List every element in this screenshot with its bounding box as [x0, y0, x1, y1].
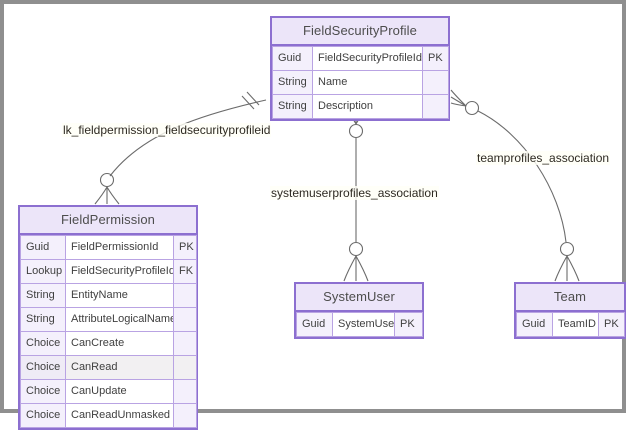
attribute-type: Choice [20, 355, 66, 380]
table-row[interactable]: Guid TeamID PK [516, 312, 625, 337]
attribute-type: Choice [20, 379, 66, 404]
crowfoot-fp-right [106, 186, 120, 205]
attribute-key: PK [394, 312, 423, 337]
attribute-type: Lookup [20, 259, 66, 284]
attribute-type: String [20, 283, 66, 308]
table-row[interactable]: Choice CanReadUnmasked [20, 403, 197, 428]
table-row[interactable]: String AttributeLogicalName [20, 307, 197, 332]
relationship-label-lk-fieldpermission[interactable]: lk_fieldpermission_fieldsecurityprofilei… [62, 123, 272, 137]
attribute-name: AttributeLogicalName [65, 307, 174, 332]
attribute-key [422, 70, 449, 95]
cardinality-one-tick-a [241, 95, 255, 110]
crowfoot-su-right [355, 255, 369, 282]
attribute-name: FieldSecurityProfileId [312, 46, 423, 71]
crowfoot-fsp-tm-stem [450, 96, 467, 107]
attribute-key [173, 355, 197, 380]
table-row[interactable]: String EntityName [20, 283, 197, 308]
entity-systemuser[interactable]: SystemUser Guid SystemUserId PK [294, 282, 424, 339]
attribute-key: PK [173, 235, 197, 260]
cardinality-zero-circle-fp [99, 172, 115, 188]
attribute-name: FieldPermissionId [65, 235, 174, 260]
table-row[interactable]: Guid SystemUserId PK [296, 312, 423, 337]
attribute-name: TeamID [552, 312, 599, 337]
attribute-type: String [272, 70, 313, 95]
attribute-key [173, 403, 197, 428]
attribute-type: Guid [20, 235, 66, 260]
table-row[interactable]: String Description [272, 94, 449, 119]
entity-fieldsecurityprofile[interactable]: FieldSecurityProfile Guid FieldSecurityP… [270, 16, 450, 121]
attribute-key [173, 283, 197, 308]
attribute-key [173, 307, 197, 332]
attribute-name: CanCreate [65, 331, 174, 356]
cardinality-zero-circle-tm [559, 241, 575, 257]
attribute-key [173, 331, 197, 356]
crowfoot-fp-left [94, 186, 108, 205]
table-row[interactable]: Guid FieldSecurityProfileId PK [272, 46, 449, 71]
table-row[interactable]: Choice CanUpdate [20, 379, 197, 404]
cardinality-one-tick-b [246, 91, 260, 106]
attribute-name: Name [312, 70, 423, 95]
attribute-name: FieldSecurityProfileId [65, 259, 174, 284]
attribute-key: PK [598, 312, 625, 337]
entity-fieldpermission[interactable]: FieldPermission Guid FieldPermissionId P… [18, 205, 198, 430]
entity-title: FieldSecurityProfile [272, 18, 448, 46]
cardinality-zero-circle-fsp-su [348, 123, 364, 139]
attribute-name: CanReadUnmasked [65, 403, 174, 428]
attribute-key: FK [173, 259, 197, 284]
connector-teamprofiles [477, 110, 567, 243]
attribute-key [173, 379, 197, 404]
entity-title: FieldPermission [20, 207, 196, 235]
crowfoot-su-left [343, 255, 357, 282]
connector-lk-fieldpermission [109, 99, 267, 177]
attribute-type: Guid [516, 312, 553, 337]
crowfoot-tm-right [566, 255, 580, 282]
cardinality-zero-circle-fsp-tm [464, 100, 480, 116]
entity-title: Team [516, 284, 624, 312]
attribute-key [422, 94, 449, 119]
attribute-type: Guid [296, 312, 333, 337]
table-row[interactable]: Lookup FieldSecurityProfileId FK [20, 259, 197, 284]
attribute-name: Description [312, 94, 423, 119]
crowfoot-tm-left [554, 255, 568, 282]
attribute-key: PK [422, 46, 449, 71]
entity-attribute-table: Guid TeamID PK [516, 312, 625, 337]
relationship-label-systemuserprofiles[interactable]: systemuserprofiles_association [270, 186, 439, 200]
attribute-name: CanUpdate [65, 379, 174, 404]
attribute-type: String [20, 307, 66, 332]
er-diagram-canvas[interactable]: FieldSecurityProfile Guid FieldSecurityP… [4, 4, 626, 430]
connector-layer [94, 89, 580, 282]
table-row[interactable]: Guid FieldPermissionId PK [20, 235, 197, 260]
relationship-label-teamprofiles[interactable]: teamprofiles_association [476, 151, 611, 165]
entity-attribute-table: Guid SystemUserId PK [296, 312, 423, 337]
table-row[interactable]: String Name [272, 70, 449, 95]
crowfoot-fsp-tm-bot [450, 102, 467, 107]
cardinality-zero-circle-su [348, 241, 364, 257]
entity-attribute-table: Guid FieldPermissionId PK Lookup FieldSe… [20, 235, 197, 428]
entity-attribute-table: Guid FieldSecurityProfileId PK String Na… [272, 46, 449, 119]
entity-team[interactable]: Team Guid TeamID PK [514, 282, 626, 339]
attribute-type: Choice [20, 403, 66, 428]
attribute-type: Choice [20, 331, 66, 356]
attribute-name: EntityName [65, 283, 174, 308]
table-row[interactable]: Choice CanRead [20, 355, 197, 380]
attribute-type: String [272, 94, 313, 119]
attribute-name: CanRead [65, 355, 174, 380]
attribute-type: Guid [272, 46, 313, 71]
table-row[interactable]: Choice CanCreate [20, 331, 197, 356]
entity-title: SystemUser [296, 284, 422, 312]
attribute-name: SystemUserId [332, 312, 395, 337]
